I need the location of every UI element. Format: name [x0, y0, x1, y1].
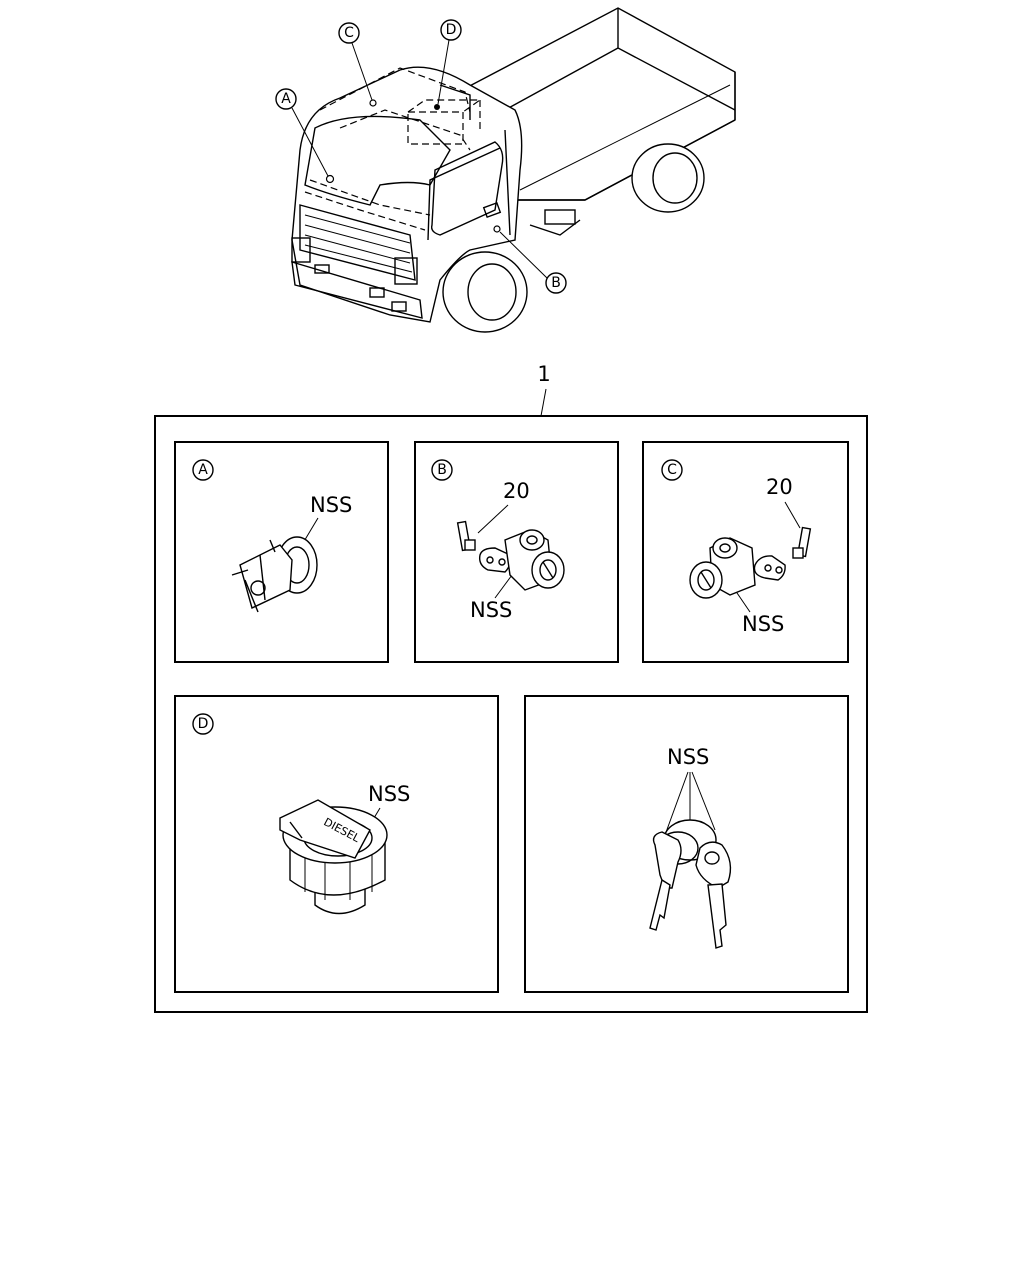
truck-illustration: A C D B — [275, 7, 736, 333]
callout-b-letter: B — [551, 275, 561, 291]
panel-a-nss-label: NSS — [310, 493, 352, 517]
callout-a: A — [275, 88, 335, 184]
panel-c-nss-label: NSS — [742, 612, 784, 636]
panel-d: D NSS DIESEL — [174, 695, 499, 993]
panel-a-letter: A — [198, 462, 208, 478]
panel-c: C 20 NSS — [642, 441, 849, 663]
callout-c-letter: C — [344, 25, 354, 41]
panel-a-frame — [174, 441, 389, 663]
panel-d-nss-label: NSS — [368, 782, 410, 806]
callout-c: C — [338, 22, 377, 107]
callout-b: B — [493, 225, 567, 294]
truck-cab — [291, 66, 528, 333]
panel-a: A NSS — [174, 441, 389, 663]
panel-b-letter: B — [437, 462, 447, 478]
panel-b-nss-label: NSS — [470, 598, 512, 622]
callout-a-letter: A — [281, 91, 291, 107]
panel-keys: NSS — [524, 695, 849, 993]
panel-b-frame — [414, 441, 619, 663]
door-lock-cylinder-c — [689, 537, 786, 599]
panel-d-frame — [174, 695, 499, 993]
door-lock-cylinder-b — [478, 529, 565, 591]
assembly-ref-number: 1 — [537, 362, 550, 386]
panel-keys-frame — [524, 695, 849, 993]
retaining-clip-20-b — [456, 520, 476, 552]
panel-c-part-20-label: 20 — [766, 475, 793, 499]
truck-cargo-bed — [460, 7, 736, 236]
panel-keys-nss-label: NSS — [667, 745, 709, 769]
panel-c-letter: C — [667, 462, 677, 478]
panel-c-frame — [642, 441, 849, 663]
assembly-frame — [154, 415, 868, 1013]
panel-b-part-20-label: 20 — [503, 479, 530, 503]
fuel-filler-cap: DIESEL — [279, 799, 388, 915]
panel-b: B 20 NSS — [414, 441, 619, 663]
ignition-switch — [231, 536, 318, 613]
assembly-ref: 1 — [537, 362, 551, 417]
callout-d-letter: D — [446, 22, 457, 38]
truck-hidden-lines — [304, 67, 482, 231]
key-set — [649, 819, 732, 949]
panel-d-letter: D — [198, 716, 209, 732]
retaining-clip-20-c — [792, 526, 812, 559]
callout-d: D — [434, 19, 462, 110]
